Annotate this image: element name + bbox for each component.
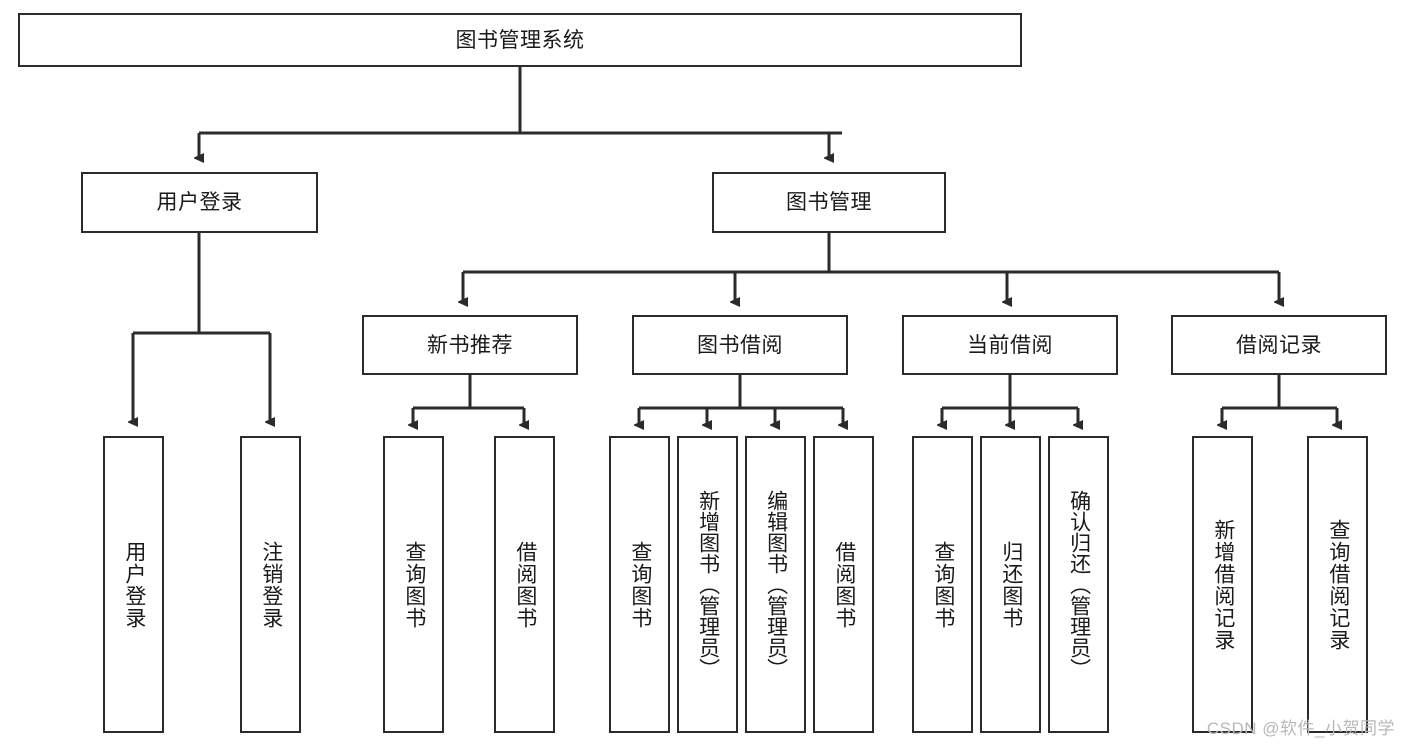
node-user-login-label: 用户登录 [156,191,243,214]
node-borrow-record[interactable]: 借阅记录 [1171,315,1387,375]
node-leaf-add-book-label: 新增图书（管理员） [696,490,720,679]
node-leaf-query-book-current-label: 查询图书 [931,540,955,629]
node-leaf-query-record[interactable]: 查询借阅记录 [1307,436,1368,733]
node-leaf-borrow-book-label: 借阅图书 [832,540,856,629]
node-book-borrow-label: 图书借阅 [697,333,783,357]
node-leaf-logout-label: 注销登录 [259,540,283,629]
node-leaf-borrow-book-rec[interactable]: 借阅图书 [494,436,555,733]
node-leaf-add-record-label: 新增借阅记录 [1211,518,1235,651]
node-root[interactable]: 图书管理系统 [18,13,1022,67]
node-root-label: 图书管理系统 [455,28,585,52]
node-leaf-borrow-book-rec-label: 借阅图书 [513,540,537,629]
node-leaf-user-login[interactable]: 用户登录 [103,436,164,733]
node-leaf-add-record[interactable]: 新增借阅记录 [1192,436,1253,733]
node-leaf-query-book-current[interactable]: 查询图书 [912,436,973,733]
node-leaf-query-book-rec[interactable]: 查询图书 [383,436,444,733]
node-book-borrow[interactable]: 图书借阅 [632,315,848,375]
csdn-watermark: CSDN @软件_小贺同学 [1206,719,1395,738]
node-leaf-return-book[interactable]: 归还图书 [980,436,1041,733]
node-leaf-query-book-rec-label: 查询图书 [402,540,426,629]
node-new-book-rec[interactable]: 新书推荐 [362,315,578,375]
node-leaf-query-book-borrow-label: 查询图书 [628,540,652,629]
node-borrow-record-label: 借阅记录 [1236,333,1322,357]
node-leaf-user-login-label: 用户登录 [122,540,146,629]
node-leaf-confirm-return[interactable]: 确认归还（管理员） [1048,436,1109,733]
node-leaf-return-book-label: 归还图书 [999,540,1023,629]
node-leaf-confirm-return-label: 确认归还（管理员） [1067,490,1091,679]
node-user-login[interactable]: 用户登录 [81,172,318,233]
node-current-borrow-label: 当前借阅 [967,333,1053,357]
node-leaf-borrow-book[interactable]: 借阅图书 [813,436,874,733]
node-new-book-rec-label: 新书推荐 [427,333,513,357]
node-current-borrow[interactable]: 当前借阅 [902,315,1118,375]
node-leaf-edit-book-label: 编辑图书（管理员） [764,490,788,679]
node-leaf-add-book[interactable]: 新增图书（管理员） [677,436,738,733]
node-leaf-logout[interactable]: 注销登录 [240,436,301,733]
node-book-manage-label: 图书管理 [786,191,872,214]
node-leaf-query-record-label: 查询借阅记录 [1326,518,1350,651]
node-book-manage[interactable]: 图书管理 [712,172,946,233]
node-leaf-edit-book[interactable]: 编辑图书（管理员） [745,436,806,733]
node-leaf-query-book-borrow[interactable]: 查询图书 [609,436,670,733]
